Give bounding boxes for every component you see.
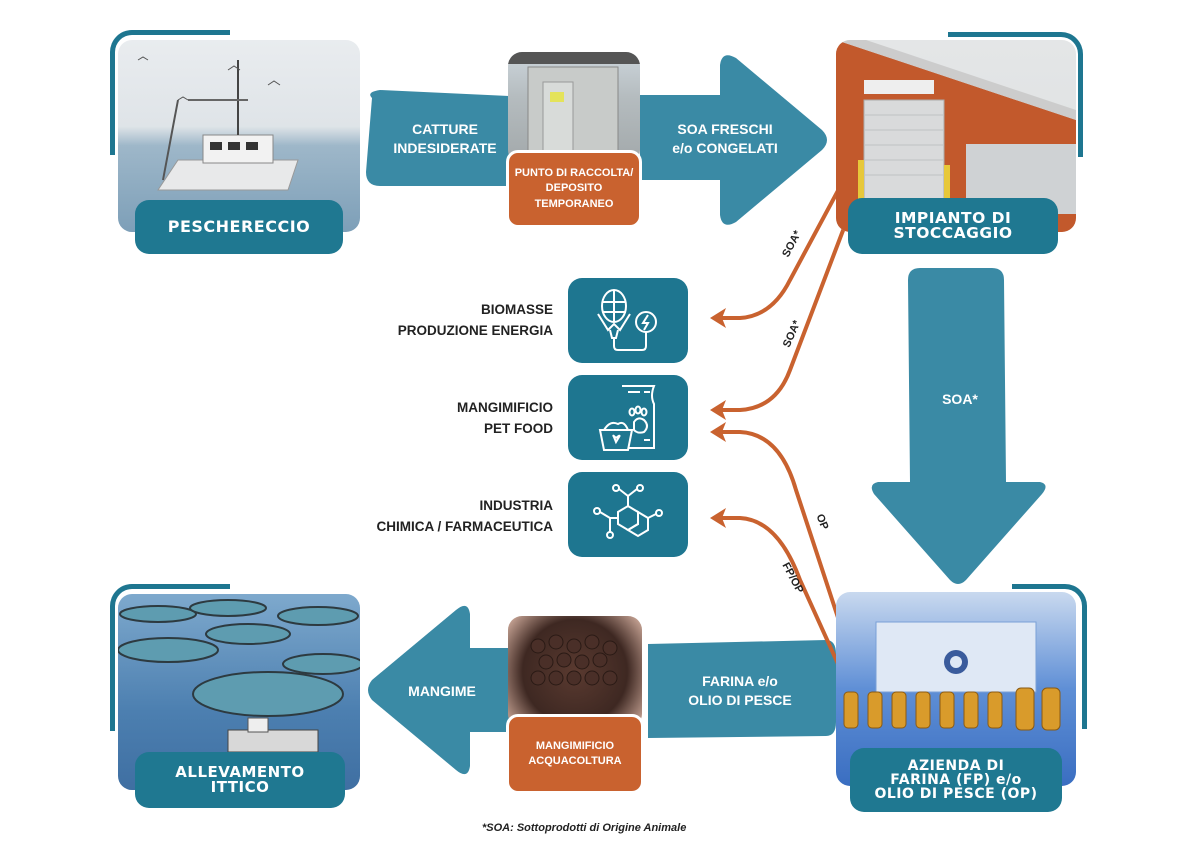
destination-label-biomasse: BIOMASSE PRODUZIONE ENERGIA <box>360 300 553 342</box>
arrowhead-petfood-1 <box>710 400 726 420</box>
flow-line-fpop-chimica <box>716 516 850 688</box>
arrow-label-line: e/o CONGELATI <box>672 139 778 156</box>
destination-tile-petfood <box>568 375 688 460</box>
node-label-line: OLIO DI PESCE (OP) <box>874 786 1038 802</box>
node-label-line: MANGIMIFICIO <box>535 739 615 752</box>
arrow-label-mangime: MANGIME <box>408 683 476 699</box>
corner-bracket <box>110 584 230 731</box>
destination-label-line: PET FOOD <box>483 420 553 436</box>
corner-bracket <box>948 32 1083 157</box>
arrowhead-petfood-2 <box>710 422 726 442</box>
flow-line-soa-biomasse <box>716 170 850 320</box>
node-title-stoccaggio: IMPIANTO DI STOCCAGGIO <box>848 198 1058 254</box>
arrow-soa-down <box>871 268 1046 584</box>
corner-bracket <box>110 30 230 155</box>
node-label-line: PUNTO DI RACCOLTA/ <box>514 166 634 179</box>
arrow-label-line: INDESIDERATE <box>393 139 497 156</box>
node-label-line: STOCCAGGIO <box>893 224 1013 242</box>
arrow-label-soa-down: SOA* <box>942 391 978 407</box>
node-title-peschereccio: PESCHERECCIO <box>135 200 343 254</box>
arrow-mangime <box>368 605 512 775</box>
molecule-icon <box>593 483 663 539</box>
arrow-label-soa-freschi: SOA FRESCHI e/o CONGELATI <box>650 120 800 158</box>
arrow-label-farina: FARINA e/o OLIO DI PESCE <box>660 672 820 710</box>
arrow-label-line: SOA FRESCHI <box>677 121 773 137</box>
arrowhead-biomasse <box>710 308 726 328</box>
feed-pellets-photo <box>508 616 642 728</box>
factory-photo <box>836 592 1076 786</box>
destination-tile-biomasse <box>568 278 688 363</box>
node-title-allevamento: ALLEVAMENTO ITTICO <box>135 752 345 808</box>
destination-label-line: MANGIMIFICIO <box>457 400 553 415</box>
node-mangimificio-acq-label: MANGIMIFICIO ACQUACOLTURA <box>506 714 644 794</box>
factory-illustration <box>843 621 1061 731</box>
flow-line-soa-petfood <box>716 210 852 412</box>
arrowhead-chimica <box>710 508 726 528</box>
pellets-illustration <box>530 634 618 686</box>
node-raccolta-label: PUNTO DI RACCOLTA/ DEPOSITO TEMPORANEO <box>506 150 642 228</box>
node-label-line: ITTICO <box>210 778 270 796</box>
arrow-label-line: OLIO DI PESCE <box>688 691 792 708</box>
destination-label-line: BIOMASSE <box>480 302 553 317</box>
arrow-label-line: FARINA e/o <box>702 673 778 689</box>
pet-food-icon <box>598 384 656 451</box>
destination-tile-chimica <box>568 472 688 557</box>
destination-label-line: PRODUZIONE ENERGIA <box>397 322 553 338</box>
corn-energy-icon <box>597 288 657 351</box>
destination-label-petfood: MANGIMIFICIO PET FOOD <box>360 398 553 440</box>
arrow-label-catture: CATTURE INDESIDERATE <box>380 120 510 158</box>
flow-line-op-petfood <box>716 430 850 650</box>
node-label-line: IMPIANTO DI <box>894 208 1012 227</box>
node-title-azienda: AZIENDA DI FARINA (FP) e/o OLIO DI PESCE… <box>850 748 1062 812</box>
footnote: *SOA: Sottoprodotti di Origine Animale <box>482 822 687 834</box>
corner-bracket <box>1012 584 1087 729</box>
node-label-line: ACQUACOLTURA <box>528 755 622 767</box>
destination-label-line: INDUSTRIA <box>479 498 554 513</box>
container-illustration <box>508 52 640 163</box>
storage-container-photo <box>508 52 640 164</box>
node-label-line: DEPOSITO <box>545 182 603 195</box>
arrow-label-line: CATTURE <box>412 121 478 137</box>
node-label-line: FARINA (FP) e/o <box>890 772 1022 788</box>
boat-illustration <box>137 56 299 191</box>
node-label-line: TEMPORANEO <box>534 197 614 210</box>
node-label-line: AZIENDA DI <box>907 758 1005 774</box>
fish-farm-illustration <box>118 599 360 753</box>
node-label-line: ALLEVAMENTO <box>175 763 305 781</box>
destination-label-line: CHIMICA / FARMACEUTICA <box>376 518 554 534</box>
arrow-farina-body <box>648 640 836 738</box>
arrow-catture-body <box>366 90 510 186</box>
arrow-soa-freschi <box>640 55 827 225</box>
destination-label-chimica: INDUSTRIA CHIMICA / FARMACEUTICA <box>360 496 554 538</box>
